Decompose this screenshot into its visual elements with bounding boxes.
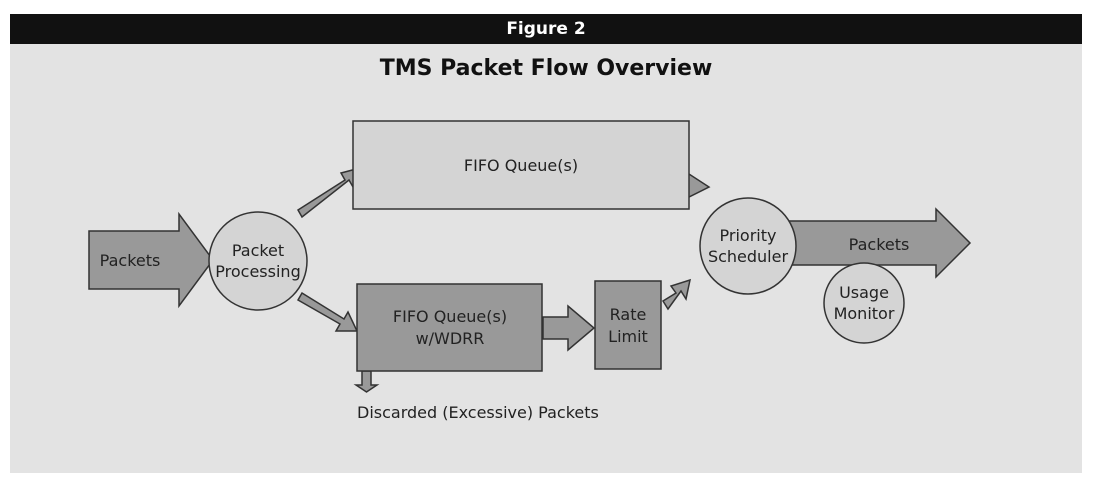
discarded-packets-label: Discarded (Excessive) Packets xyxy=(357,403,599,422)
fifo-wdrr-label-line2: w/WDRR xyxy=(416,329,485,348)
packet-processing-label-line1: Packet xyxy=(232,241,284,260)
arrow-discarded-down xyxy=(353,370,380,393)
arrow-processing-to-wdrr xyxy=(296,291,359,332)
rate-limit-label-line2: Limit xyxy=(608,327,648,346)
priority-scheduler-circle xyxy=(699,197,797,295)
usage-monitor-label-line2: Monitor xyxy=(834,304,895,323)
fifo-wdrr-label-line1: FIFO Queue(s) xyxy=(393,307,507,326)
arrow-wdrr-to-ratelimit xyxy=(542,304,596,352)
packets-in-label: Packets xyxy=(100,251,161,270)
packets-out-label: Packets xyxy=(849,235,910,254)
usage-monitor-label-line1: Usage xyxy=(839,283,889,302)
rate-limit-box xyxy=(594,280,662,370)
fifo-wdrr-box xyxy=(356,283,543,372)
diagram-title: TMS Packet Flow Overview xyxy=(379,56,713,81)
priority-scheduler-label-line2: Scheduler xyxy=(708,247,789,266)
arrow-ratelimit-to-scheduler xyxy=(661,278,691,311)
packet-flow-diagram: Packets Packet Processing FIFO Queue(s) … xyxy=(88,120,972,422)
arrow-packets-out xyxy=(787,207,972,279)
fifo-queue-label: FIFO Queue(s) xyxy=(464,156,578,175)
figure-header: Figure 2 xyxy=(10,14,1082,44)
arrow-packets-in xyxy=(88,211,214,309)
packet-processing-label-line2: Processing xyxy=(215,262,300,281)
fifo-queue-box xyxy=(352,120,690,210)
figure-panel: Figure 2 TMS Packet Flow Overview Packet… xyxy=(10,14,1082,473)
arrow-processing-to-fifo xyxy=(296,166,362,219)
priority-scheduler-label-line1: Priority xyxy=(720,226,777,245)
rate-limit-label-line1: Rate xyxy=(610,305,647,324)
packet-processing-circle xyxy=(208,211,308,311)
usage-monitor-circle xyxy=(823,262,905,344)
